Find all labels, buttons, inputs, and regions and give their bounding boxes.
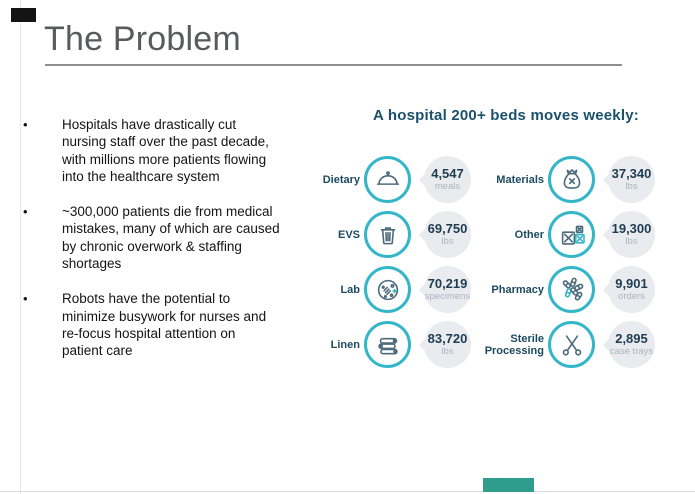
value-bubble: 70,219 specimens [418, 266, 471, 313]
value-text: 2,895 [615, 331, 648, 346]
sack-icon [548, 156, 595, 203]
top-left-black-mark [11, 8, 36, 22]
unit-text: lbs [441, 346, 454, 357]
value-text: 69,750 [427, 221, 468, 236]
unit-text: orders [618, 291, 645, 302]
bullet-list: Hospitals have drastically cut nursing s… [22, 116, 290, 378]
pills-icon [548, 266, 595, 313]
value-text: 83,720 [427, 331, 468, 346]
value-bubble: 83,720 lbs [418, 321, 471, 368]
bullet-item: Hospitals have drastically cut nursing s… [22, 116, 290, 185]
slide-bottom-edge [0, 491, 695, 492]
value-text: 70,219 [427, 276, 468, 291]
bullet-item: Robots have the potential to minimize bu… [22, 290, 290, 359]
category-label: Other [514, 228, 544, 241]
cloche-icon [364, 156, 411, 203]
category-label: Linen [330, 338, 360, 351]
infographic-item-dietary: Dietary 4,547 meals [313, 152, 472, 207]
value-bubble: 9,901 orders [602, 266, 655, 313]
value-bubble: 37,340 lbs [602, 156, 655, 203]
title-underline [45, 64, 622, 66]
infographic-title: A hospital 200+ beds moves weekly: [373, 107, 639, 124]
infographic-grid: Dietary 4,547 meals Materials [313, 152, 658, 372]
value-text: 37,340 [611, 166, 652, 181]
scissors-icon [548, 321, 595, 368]
boxes-icon [548, 211, 595, 258]
unit-text: meals [434, 181, 461, 192]
value-bubble: 19,300 lbs [602, 211, 655, 258]
category-label: Materials [496, 173, 544, 186]
unit-text: lbs [625, 236, 638, 247]
page-title: The Problem [44, 20, 241, 58]
unit-text: case trays [609, 346, 654, 357]
value-text: 19,300 [611, 221, 652, 236]
category-label: EVS [337, 228, 360, 241]
unit-text: lbs [441, 236, 454, 247]
infographic-item-sterile-processing: Sterile Processing 2,895 case trays [472, 317, 658, 372]
infographic-item-linen: Linen 83,720 lbs [313, 317, 472, 372]
value-bubble: 2,895 case trays [602, 321, 655, 368]
bottom-teal-mark [483, 478, 534, 492]
category-label: Lab [340, 283, 360, 296]
category-label: Sterile Processing [484, 332, 544, 357]
infographic-item-materials: Materials 37,340 lbs [472, 152, 658, 207]
value-text: 4,547 [431, 166, 464, 181]
bullet-item: ~300,000 patients die from medical mista… [22, 203, 290, 272]
category-label: Pharmacy [491, 283, 544, 296]
towels-icon [364, 321, 411, 368]
infographic-item-pharmacy: Pharmacy 9,901 orders [472, 262, 658, 317]
value-text: 9,901 [615, 276, 648, 291]
unit-text: lbs [625, 181, 638, 192]
petri-dish-icon [364, 266, 411, 313]
infographic-item-evs: EVS 69,750 lbs [313, 207, 472, 262]
category-label: Dietary [322, 173, 360, 186]
trash-icon [364, 211, 411, 258]
slide-left-edge [20, 0, 21, 494]
value-bubble: 69,750 lbs [418, 211, 471, 258]
value-bubble: 4,547 meals [418, 156, 471, 203]
infographic-item-lab: Lab 70,219 specimens [313, 262, 472, 317]
unit-text: specimens [424, 291, 471, 302]
infographic-item-other: Other 19,300 lbs [472, 207, 658, 262]
